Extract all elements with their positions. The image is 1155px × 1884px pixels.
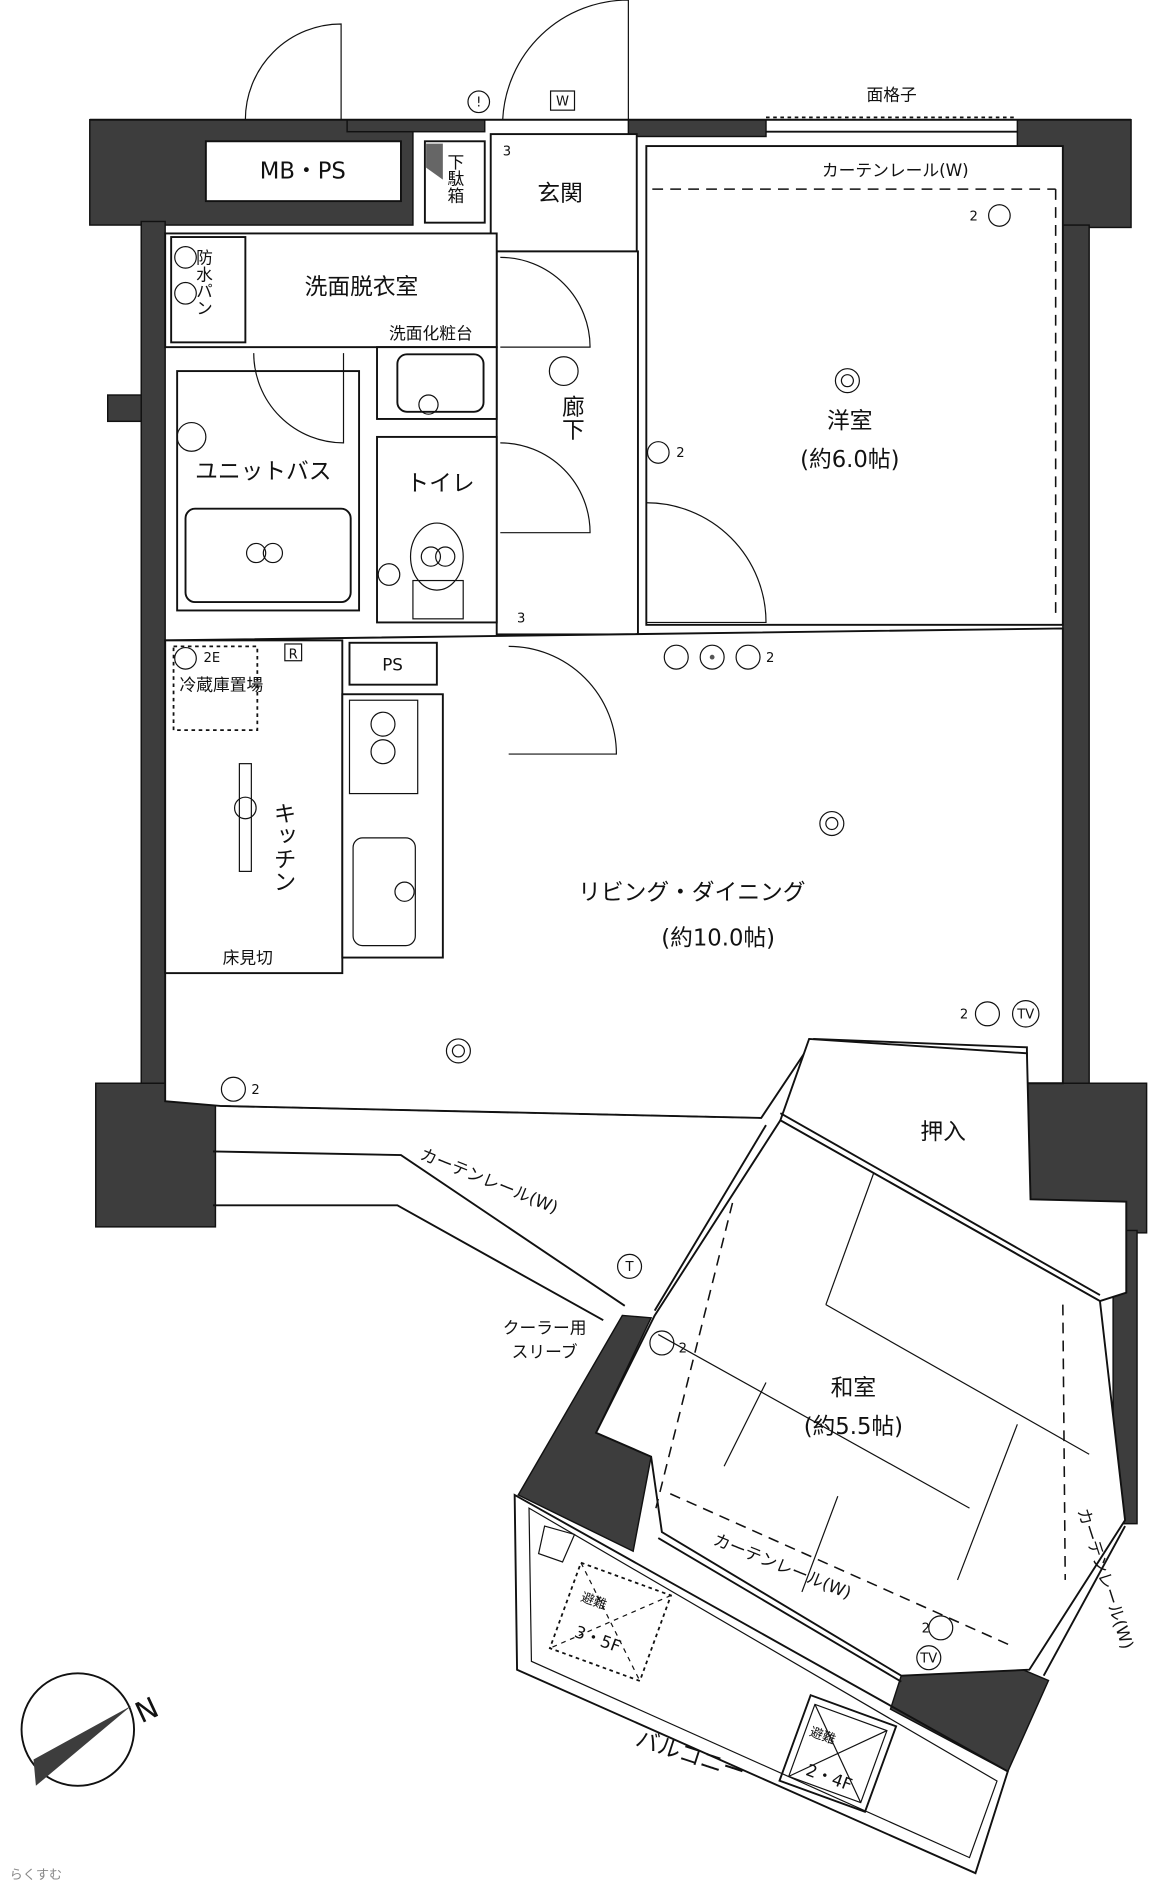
unit-bath-label: ユニットバス [195,459,331,485]
kitchen [164,639,344,975]
japanese-room-label: 和室 [831,1376,876,1402]
r-mark: R [289,647,298,662]
svg-text:2: 2 [766,651,774,666]
svg-text:2: 2 [679,1342,687,1357]
svg-text:3: 3 [503,145,511,160]
balcony-label: バルコニー [632,1726,748,1786]
balcony [513,1493,1009,1875]
western-room [645,145,1064,626]
floor-edge-label: 床見切 [223,948,273,968]
svg-text:TV: TV [919,1652,937,1667]
svg-text:2: 2 [969,209,977,224]
western-room-size: (約6.0帖) [800,447,899,473]
svg-text:3: 3 [517,611,525,626]
toilet-label: トイレ [406,471,474,497]
vanity-label: 洗面化粧台 [389,323,473,343]
cooler-sleeve-label-2: スリーブ [512,1341,578,1361]
cooler-sleeve-label-1: クーラー用 [503,1317,587,1337]
fridge-space-label: 冷蔵庫置場 [180,675,264,695]
outlets-ld: 2 2 TV 2 [220,644,1040,1102]
w-mark: W [556,94,569,109]
svg-text:2・4F: 2・4F [803,1760,855,1795]
window-grille-label: 面格子 [867,85,917,105]
japanese-room [594,1119,1127,1677]
western-room-label: 洋室 [827,409,872,435]
living-dining-label: リビング・ダイニング [578,880,805,906]
svg-text:2E: 2E [203,651,220,666]
curtain-rail-top: カーテンレール(W) [822,160,969,180]
svg-text:2: 2 [251,1083,259,1098]
kitchen-label: キッチン [269,802,295,893]
svg-text:2: 2 [960,1008,968,1023]
svg-text:3・5F: 3・5F [572,1621,624,1656]
mbps-box [204,140,402,203]
svg-text:T: T [625,1260,635,1275]
watermark: らくすむ [10,1867,63,1883]
genkan-label: 玄関 [537,181,582,207]
mbps-label: MB・PS [260,158,346,184]
hallway-label: 廊下 [558,395,584,441]
toilet [376,435,498,624]
ps-label: PS [382,654,403,674]
japanese-room-size: (約5.5帖) [804,1414,903,1440]
washroom-label: 洗面脱衣室 [305,274,419,300]
waterproof-pan-label: 防水パン [193,249,213,316]
svg-text:N: N [130,1690,164,1730]
north-compass-icon: N [20,1672,164,1787]
svg-text:避難: 避難 [807,1724,837,1748]
windows [213,1112,1126,1683]
living-dining-size: (約10.0帖) [661,926,775,952]
tatami-lines [655,1172,1090,1647]
svg-text:2: 2 [676,446,684,461]
getabako-label: 下駄箱 [445,153,465,203]
svg-text:避難: 避難 [579,1589,609,1613]
svg-text:2: 2 [922,1622,930,1637]
closet-label: 押入 [920,1119,965,1145]
outer-doors [244,0,629,120]
tv-outlet: TV [1016,1008,1034,1023]
svg-text:!: ! [476,96,481,111]
